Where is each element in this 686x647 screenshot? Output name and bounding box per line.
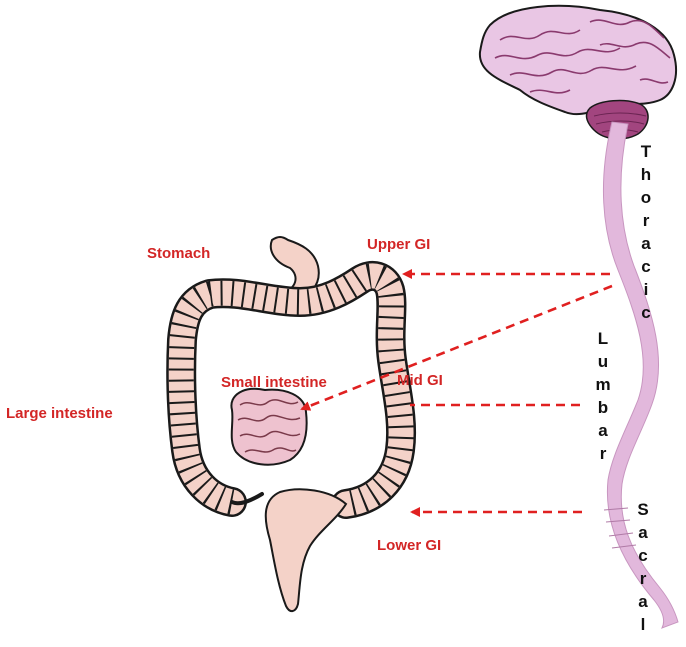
spine-letter: o <box>640 188 652 207</box>
cerebellum <box>585 99 649 140</box>
label-large-intestine: Large intestine <box>6 405 113 422</box>
spine-letter: c <box>641 303 651 322</box>
label-small-intestine: Small intestine <box>221 374 327 391</box>
nerve-arrows <box>300 269 613 517</box>
spine-letter: L <box>597 329 609 348</box>
spine-letter: i <box>643 280 649 299</box>
spine-letter: a <box>638 523 648 542</box>
spine-letter: T <box>640 142 652 161</box>
spine-letter: m <box>595 375 611 394</box>
spine-letter: a <box>598 421 608 440</box>
arrow-small-intestine <box>300 284 613 411</box>
label-upper-gi: Upper GI <box>367 236 431 253</box>
spine-letter: r <box>639 569 647 588</box>
spine-letter: r <box>642 211 650 230</box>
spine-letter: l <box>640 615 646 634</box>
large-intestine-shape <box>166 260 417 612</box>
brain <box>478 4 678 140</box>
spine-letter: a <box>638 592 648 611</box>
spine-letter: c <box>641 257 651 276</box>
spine-letter: c <box>638 546 648 565</box>
small-intestine-shape <box>230 387 308 466</box>
label-lower-gi: Lower GI <box>377 537 442 554</box>
label-mid-gi: Mid GI <box>397 372 443 389</box>
sacral-lines <box>603 507 637 549</box>
spine-letter: u <box>597 352 609 371</box>
label-stomach: Stomach <box>147 245 211 262</box>
spinal-cord <box>602 121 679 629</box>
cerebrum <box>478 4 678 116</box>
spine-letter: r <box>599 444 607 463</box>
spine-letter: b <box>597 398 609 417</box>
spine-letter: a <box>641 234 651 253</box>
spine-letter: S <box>637 500 649 519</box>
spine-letter: h <box>640 165 652 184</box>
brain-folds <box>494 19 671 94</box>
